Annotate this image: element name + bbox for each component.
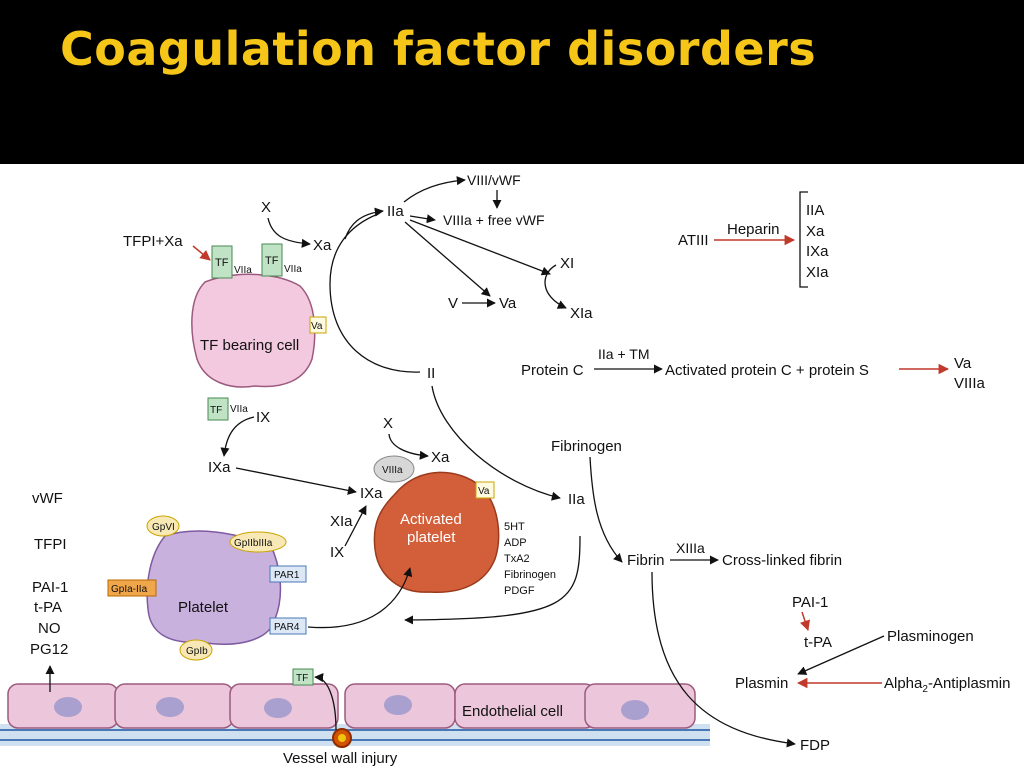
tf-endothelium: TF: [296, 673, 308, 684]
iia-tm-label: IIa + TM: [598, 346, 649, 362]
heparin-inhibition: ATIII Heparin IIA Xa IXa XIa: [678, 191, 829, 288]
vessel-injury-label: Vessel wall injury: [283, 750, 398, 767]
tpa-label: t-PA: [804, 634, 832, 651]
list-pg12: PG12: [30, 641, 68, 658]
fibrinolysis: PAI-1 t-PA Plasminogen Plasmin Alpha2-An…: [735, 594, 1010, 754]
gpiibiiia-receptor: GpIIbIIIa: [234, 538, 273, 549]
cell-nucleus: [384, 695, 412, 715]
factor-ix: IX: [256, 409, 270, 426]
atiii-label: ATIII: [678, 232, 709, 249]
factor-xi: XI: [560, 255, 574, 272]
list-tpa: t-PA: [34, 599, 62, 616]
diagram-svg: Endothelial cell Vessel wall injury TF T…: [0, 172, 1010, 767]
cell-nucleus: [264, 698, 292, 718]
secreted-adp: ADP: [504, 537, 527, 549]
factor-ixa: IXa: [208, 459, 231, 476]
protein-c-label: Protein C: [521, 362, 584, 379]
top-cascade: X Xa IIa VIII/vWF VIIIa + free vWF XI XI…: [261, 172, 593, 501]
factor-viiia-inhibited: VIIIa: [954, 375, 986, 392]
tf-box: [292, 668, 314, 686]
tf-label: TF: [265, 255, 279, 267]
viia-label: VIIa: [234, 265, 252, 276]
factor-xia: XIa: [570, 305, 593, 322]
viia-label: VIIa: [230, 404, 248, 415]
xiiia-label: XIIIa: [676, 540, 705, 556]
endothelial-factors: vWF TFPI PAI-1 t-PA NO PG12: [30, 490, 68, 658]
target-xa: Xa: [806, 223, 825, 240]
tf-label: TF: [210, 405, 222, 416]
tfpi-xa-label: TFPI+Xa: [123, 233, 183, 250]
par1-receptor: PAR1: [274, 570, 300, 581]
viiia-bubble: VIIIa: [382, 465, 403, 476]
viia-label: VIIa: [284, 264, 302, 275]
secreted-pdgf: PDGF: [504, 585, 535, 597]
fdp-label: FDP: [800, 737, 830, 754]
coagulation-diagram: Endothelial cell Vessel wall injury TF T…: [0, 164, 1024, 768]
gpia-iia-receptor: GpIa-IIa: [111, 584, 148, 595]
platelet-label: Platelet: [178, 599, 229, 616]
protein-c-pathway: Protein C IIa + TM Activated protein C +…: [521, 346, 986, 392]
factor-xa: Xa: [313, 237, 332, 254]
target-xia: XIa: [806, 264, 829, 281]
factor-viii-vwf: VIII/vWF: [467, 172, 521, 188]
activated-platelet-label: platelet: [407, 529, 456, 546]
secreted-5ht: 5HT: [504, 521, 525, 533]
vessel-wall: Endothelial cell Vessel wall injury TF: [0, 665, 710, 767]
list-no: NO: [38, 620, 61, 637]
target-iia: IIA: [806, 202, 824, 219]
activated-protein-c-label: Activated protein C + protein S: [665, 362, 869, 379]
factor-xa-tenase: Xa: [431, 449, 450, 466]
va-label: Va: [311, 321, 323, 332]
plasmin-label: Plasmin: [735, 675, 788, 692]
factor-va-inhibited: Va: [954, 355, 972, 372]
pai1-label: PAI-1: [792, 594, 828, 611]
factor-v: V: [448, 295, 458, 312]
factor-iia-thrombin: IIa: [568, 491, 585, 508]
cell-nucleus: [156, 697, 184, 717]
factor-viiia-free-vwf: VIIIa + free vWF: [443, 212, 545, 228]
secreted-fibrinogen: Fibrinogen: [504, 569, 556, 581]
fibrinogen-label: Fibrinogen: [551, 438, 622, 455]
va-platelet: Va: [478, 486, 490, 497]
cell-nucleus: [621, 700, 649, 720]
tf-bearing-cell-label: TF bearing cell: [200, 337, 299, 354]
tf-bearing-cell: TF bearing cell TF VIIa TF VIIa Va TF VI…: [191, 243, 327, 421]
middle-cascade: IX IXa X Xa VIIIa IXa XIa IX Activated p…: [208, 409, 842, 748]
factor-ix-platelet: IX: [330, 544, 344, 561]
factor-x-tenase: X: [383, 415, 393, 432]
fibrin-label: Fibrin: [627, 552, 665, 569]
tf-label: TF: [215, 257, 229, 269]
cell-nucleus: [54, 697, 82, 717]
heparin-label: Heparin: [727, 221, 780, 238]
par4-receptor: PAR4: [274, 622, 300, 633]
platelet: Platelet GpVI GpIIbIIIa PAR1 PAR4 GpIa-I…: [107, 515, 413, 661]
list-vwf: vWF: [32, 490, 63, 507]
slide-title: Coagulation factor disorders: [60, 22, 817, 76]
secreted-txa2: TxA2: [504, 553, 530, 565]
cross-linked-fibrin-label: Cross-linked fibrin: [722, 552, 842, 569]
factor-ii: II: [427, 365, 435, 382]
factor-x: X: [261, 199, 271, 216]
target-ixa: IXa: [806, 243, 829, 260]
gpvi-receptor: GpVI: [152, 522, 175, 533]
factor-va: Va: [499, 295, 517, 312]
factor-xia-platelet: XIa: [330, 513, 353, 530]
list-pai1: PAI-1: [32, 579, 68, 596]
activated-platelet-label: Activated: [400, 511, 462, 528]
factor-iia: IIa: [387, 203, 404, 220]
alpha2-antiplasmin-label: Alpha2-Antiplasmin: [884, 675, 1010, 695]
factor-ixa-platelet: IXa: [360, 485, 383, 502]
list-tfpi: TFPI: [34, 536, 67, 553]
plasminogen-label: Plasminogen: [887, 628, 974, 645]
gpib-receptor: GpIb: [186, 646, 208, 657]
endothelial-cell-label: Endothelial cell: [462, 703, 563, 720]
